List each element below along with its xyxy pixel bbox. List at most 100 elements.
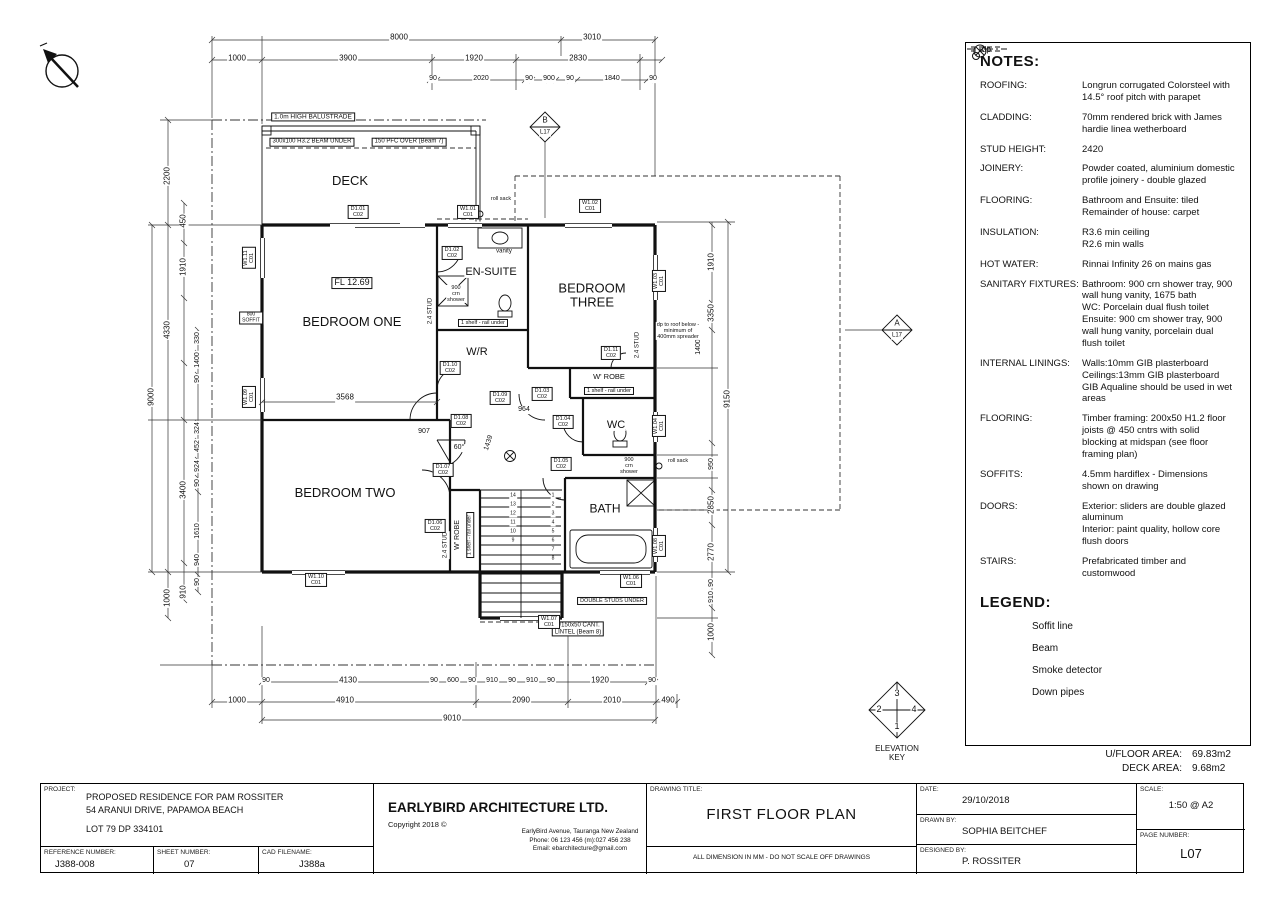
window-tag: W1.01 C01 (457, 204, 479, 220)
notes-list: ROOFING:Longrun corrugated Colorsteel wi… (980, 80, 1236, 580)
dim-label: 90 (194, 374, 202, 384)
annotation: 900 crn shower (446, 284, 466, 304)
note-row: INTERNAL LININGS: Walls:10mm GIB plasterb… (980, 358, 1236, 406)
dim-label: 3568 (335, 392, 355, 403)
annotation: dp to roof below - minimum of 400mm spre… (655, 321, 701, 341)
designed-by-value: P. ROSSITER (962, 856, 1021, 867)
elevation-key-number: 2 (875, 704, 883, 715)
annotation: 1 shelf - rail under (466, 511, 474, 559)
legend-item: Beam (971, 46, 1236, 654)
note-text: Walls:10mm GIB plasterboard Ceilings:13m… (1082, 357, 1232, 405)
annotation: 2.4 STUD (442, 530, 450, 560)
disclaimer: ALL DIMENSION IN MM - DO NOT SCALE OFF D… (692, 854, 871, 861)
window-tag: W1.11 C01 (241, 247, 257, 269)
elevation-key-number: 3 (893, 688, 901, 699)
note-label: INSULATION: (980, 226, 1039, 238)
dim-label: 1439 (482, 433, 496, 453)
window-tag: W1.07 C01 (538, 614, 560, 630)
dim-label: 9000 (146, 387, 157, 407)
reference-number-value: J388-008 (55, 859, 95, 870)
dim-label: 1000 (706, 622, 717, 642)
level-marker: FL 12.69 (331, 277, 373, 289)
elevation-marker-label: L17 (890, 332, 904, 340)
dim-label: 2090 (511, 695, 531, 706)
door-tag: D1.11 C02 (600, 345, 622, 361)
dim-label: 90 (648, 75, 658, 83)
note-label: SANITARY FIXTURES: (980, 278, 1079, 290)
annotation: DOUBLE STUDS UNDER (577, 596, 647, 606)
dim-label: 2830 (568, 53, 588, 64)
north-arrow-icon (39, 42, 79, 88)
elevation-key-symbol (868, 681, 926, 739)
annotation: 2.4 STUD (427, 296, 435, 326)
door-tag: D1.05 C02 (550, 456, 572, 472)
note-row: CLADDING:70mm rendered brick with James … (980, 112, 1236, 136)
dim-label: 4130 (338, 675, 358, 686)
annotation: roll sack (489, 195, 513, 203)
dimension-lines (148, 36, 735, 724)
dim-label: 8000 (389, 32, 409, 43)
notes-panel: NOTES: ROOFING:Longrun corrugated Colors… (965, 42, 1251, 746)
dim-label: 2200 (162, 166, 173, 186)
deck-area-label: DECK AREA: (1121, 763, 1182, 774)
dim-label: 90 (194, 577, 202, 587)
note-row: JOINERY:Powder coated, aluminium domesti… (980, 163, 1236, 187)
elevation-marker-label: A (893, 318, 901, 329)
page-number-cell: PAGE NUMBER: L07 (1136, 829, 1245, 874)
reference-number-cell: REFERENCE NUMBER: J388-008 (41, 847, 153, 874)
window-tag: W1.03 C01 (651, 270, 667, 292)
reference-row: REFERENCE NUMBER: J388-008 SHEET NUMBER:… (41, 846, 373, 874)
annotation: 300x100 H3.2 BEAM UNDER (269, 137, 355, 147)
note-text: 4.5mm hardiflex - Dimensions shown on dr… (1082, 468, 1208, 492)
legend-item-label: Smoke detector (1032, 664, 1103, 676)
note-text: 70mm rendered brick with James hardie li… (1082, 111, 1222, 135)
dim-label: 907 (417, 428, 431, 436)
sheet-number-label: SHEET NUMBER: (157, 849, 211, 856)
dim-label: 1000 (162, 588, 173, 608)
window-tag: W1.09 C01 (241, 386, 257, 408)
note-text: Prefabricated timber and customwood (1082, 556, 1187, 579)
dim-label: 90 (429, 677, 439, 685)
dim-label: 90 (507, 677, 517, 685)
dim-label: 90 (524, 75, 534, 83)
stair-number: 5 (550, 528, 556, 535)
deck-area-value: 9.68m2 (1192, 763, 1226, 774)
reference-number-label: REFERENCE NUMBER: (44, 849, 116, 856)
note-text: R3.6 min ceiling R2.6 min walls (1082, 226, 1150, 250)
note-row: SOFFITS:4.5mm hardiflex - Dimensions sho… (980, 469, 1236, 493)
dim-label: 90 (546, 677, 556, 685)
dim-label: 1400 (695, 338, 703, 356)
note-row: STUD HEIGHT:2420 (980, 144, 1236, 156)
drawing-title-label: DRAWING TITLE: (650, 786, 703, 793)
company-address: EarlyBird Avenue, Tauranga New Zealand P… (521, 828, 639, 852)
note-label: STAIRS: (980, 556, 1017, 567)
legend-title: LEGEND: (980, 593, 1051, 611)
dim-label: 3350 (706, 303, 717, 323)
stair-number: 12 (509, 510, 517, 517)
dim-label: 2850 (706, 495, 717, 515)
note-label: FLOORING: (980, 413, 1033, 425)
annotation: 2/150x50 CANT. LINTEL (Beam 8) (551, 621, 605, 637)
elevation-marker-b (529, 111, 561, 218)
dim-label: 2010 (602, 695, 622, 706)
dim-label: 4330 (162, 320, 173, 340)
note-row: ROOFING:Longrun corrugated Colorsteel wi… (980, 80, 1236, 104)
title-block: PROJECT: PROPOSED RESIDENCE FOR PAM ROSS… (40, 783, 1245, 874)
ufloor-area-label: U/FLOOR AREA: (1105, 749, 1182, 760)
room-label: BEDROOM THREE (557, 280, 627, 311)
note-label: INTERNAL LININGS: (980, 357, 1070, 369)
dim-label: 9010 (442, 713, 462, 724)
exterior-walls (260, 223, 657, 620)
elevation-key-number: 1 (893, 721, 901, 732)
dim-label: 900 (542, 75, 556, 83)
dim-label: 1610 (194, 522, 202, 540)
window-tag: W1.02 C01 (579, 198, 601, 214)
window-tag: W1.06 C01 (620, 573, 642, 589)
dim-label: 9150 (722, 389, 733, 409)
dim-label: 324 (194, 421, 202, 435)
scale-cell: SCALE: 1:50 @ A2 (1136, 784, 1245, 829)
floor-areas: U/FLOOR AREA: 69.83m2 DECK AREA: 9.68m2 (1060, 748, 1250, 776)
room-label: EN-SUITE (464, 265, 518, 279)
